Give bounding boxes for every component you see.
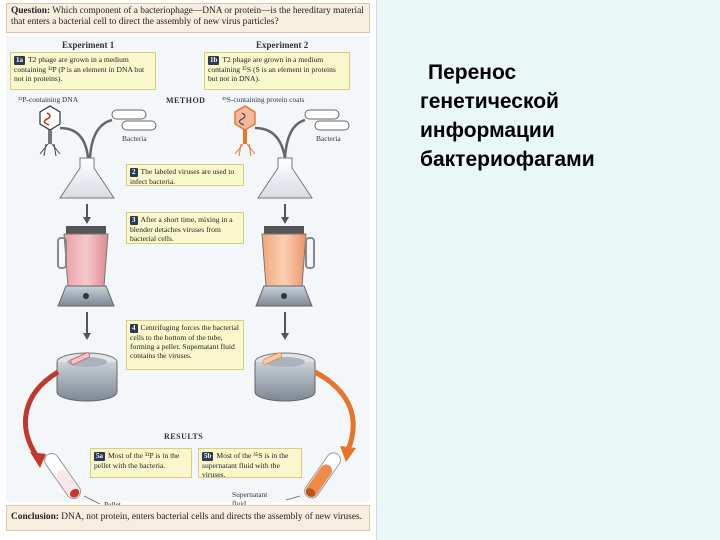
step-5a-text: Most of the ³²P is in the pellet with th…: [94, 451, 180, 470]
tube-right-supernatant-icon: [304, 452, 341, 499]
step-5a-number: 5a: [94, 452, 105, 461]
heading-line-1: Перенос: [428, 61, 517, 84]
question-box: Question: Which component of a bacteriop…: [6, 3, 370, 33]
question-text: Which component of a bacteriophage—DNA o…: [11, 6, 364, 27]
step-3-text: After a short time, mixing in a blender …: [130, 215, 233, 243]
step-2-number: 2: [130, 168, 138, 177]
step-1a-number: 1a: [14, 56, 25, 65]
step-5b-number: 5b: [202, 452, 214, 461]
step-3-number: 3: [130, 216, 138, 225]
flask-right-icon: [257, 157, 313, 199]
centrifuge-right-icon: [254, 352, 316, 402]
arrow-right-orange-icon: [313, 369, 356, 462]
phage-s35-icon: [234, 105, 256, 157]
slide-heading: Перенос генетической информации бактерио…: [420, 58, 710, 174]
step-1b-text: T2 phage are grown in a medium containin…: [208, 55, 336, 83]
supernatant-label: Supernatant fluid: [232, 490, 268, 508]
blender-right-icon: [255, 226, 315, 307]
heading-line-2: генетической: [420, 90, 559, 113]
blender-left-icon: [57, 226, 115, 307]
method-label: METHOD: [166, 96, 206, 105]
tube-left-pellet-icon: [44, 452, 81, 500]
experiment2-title: Experiment 2: [256, 40, 309, 50]
experiment-illustration: [23, 105, 356, 505]
phage-p32-icon: [39, 105, 61, 157]
flask-left-icon: [59, 157, 115, 199]
s35-protein-label: ³⁵S-containing protein coats: [222, 95, 305, 104]
experiment1-title: Experiment 1: [62, 40, 115, 50]
bacteria-right-label: Bacteria: [316, 134, 341, 143]
conclusion-box: Conclusion: DNA, not protein, enters bac…: [6, 505, 370, 531]
heading-line-4: бактериофагами: [420, 148, 595, 171]
heading-line-3: информации: [420, 119, 555, 142]
results-label: RESULTS: [164, 432, 204, 441]
conclusion-label: Conclusion:: [11, 512, 59, 522]
centrifuge-left-icon: [56, 352, 118, 402]
bacteria-left-label: Bacteria: [122, 134, 147, 143]
step-4-text: Centrifuging forces the bacterial cells …: [130, 323, 239, 360]
conclusion-text: DNA, not protein, enters bacterial cells…: [61, 512, 362, 522]
bacteria-right-icon: [304, 109, 350, 131]
arrow-left-red-icon: [23, 369, 60, 468]
question-label: Question:: [11, 6, 51, 16]
p32-dna-label: ³²P-containing DNA: [18, 95, 79, 104]
step-1b-number: 1b: [208, 56, 220, 65]
step-5b-text: Most of the ³⁵S is in the supernatant fl…: [202, 451, 289, 479]
step-1a-text: T2 phage are grown in a medium containin…: [14, 55, 145, 83]
bacteria-left-icon: [111, 109, 157, 131]
pellet-label: Pellet: [104, 500, 121, 509]
step-4-number: 4: [130, 324, 138, 333]
hershey-chase-figure: Question: Which component of a bacteriop…: [0, 0, 376, 540]
step-2-text: The labeled viruses are used to infect b…: [130, 167, 235, 186]
